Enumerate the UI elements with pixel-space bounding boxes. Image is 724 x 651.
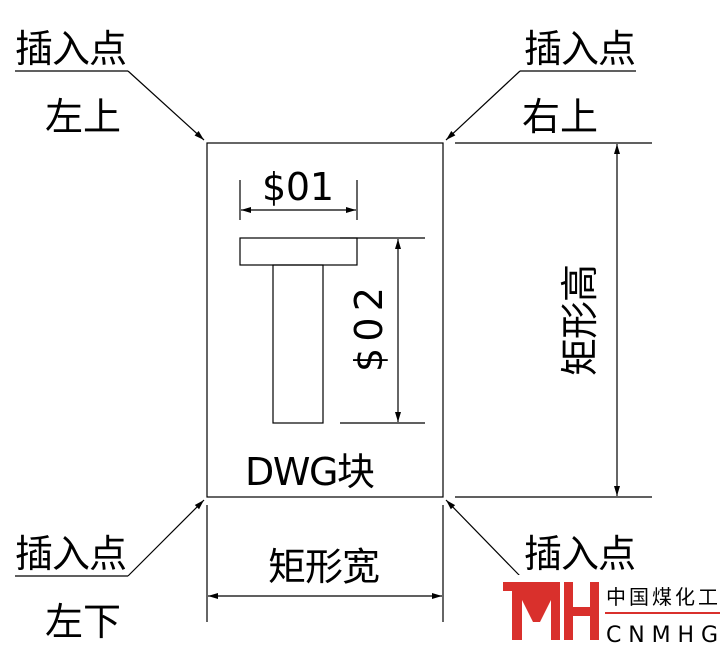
label-s01: $01 (262, 165, 334, 209)
logo: 中国煤化工 CNMHG (495, 575, 724, 651)
leader-top-left (127, 70, 205, 141)
label-insert-top-left: 插入点 (15, 27, 127, 71)
logo-mark (503, 582, 599, 640)
leader-top-right (445, 70, 521, 141)
logo-cn-text: 中国煤化工 (606, 585, 718, 609)
leader-bottom-right (445, 499, 521, 577)
label-rect-height: 矩形高 (558, 264, 602, 376)
label-top-left: 左上 (45, 95, 121, 139)
t-top-bar (239, 237, 358, 266)
block-rectangle (206, 142, 444, 498)
leader-bottom-left (127, 499, 205, 577)
label-block-name: DWG块 (245, 450, 375, 494)
label-insert-bottom-right: 插入点 (524, 532, 636, 576)
label-insert-bottom-left: 插入点 (15, 532, 127, 576)
label-insert-top-right: 插入点 (524, 27, 636, 71)
t-stem (272, 264, 324, 424)
label-s02: $02 (347, 287, 391, 372)
label-rect-width: 矩形宽 (268, 545, 380, 589)
label-top-right: 右上 (522, 95, 598, 139)
label-bottom-left: 左下 (45, 600, 121, 644)
